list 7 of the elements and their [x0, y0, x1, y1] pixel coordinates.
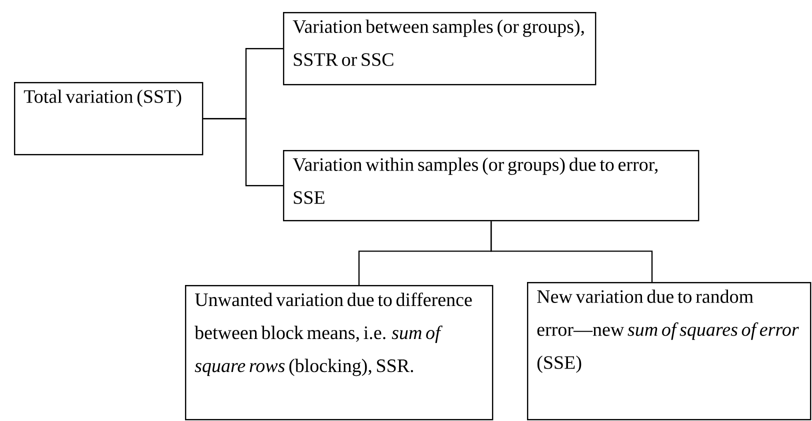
text-box: Unwanted variation due to difference between block means, i.e. sum of square rows (blocking), SSR.	[185, 285, 494, 420]
text-box: Variation between samples (or groups), SSTR or SSC	[283, 12, 596, 86]
connector-line	[490, 221, 653, 282]
text-box: Variation within samples (or groups) due to error, SSE	[283, 150, 700, 222]
text-box: New variation due to random error—new sum of squares of error (SSE)	[527, 282, 812, 420]
text-box: Total variation (SST)	[14, 82, 204, 156]
connector-line	[203, 118, 283, 186]
